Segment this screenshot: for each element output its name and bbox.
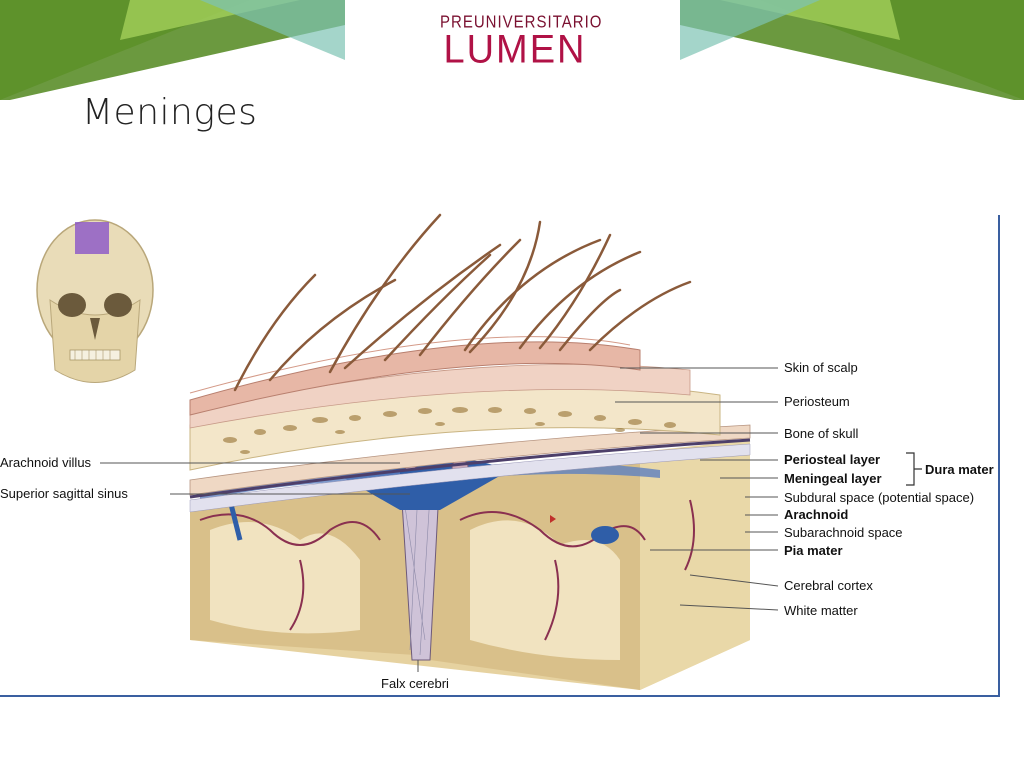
logo-main-text: LUMEN [443, 27, 587, 73]
logo-top-text: PREUNIVERSITARIO [440, 12, 603, 33]
label-meningeal-layer: Meningeal layer [784, 471, 882, 486]
label-pia-mater: Pia mater [784, 543, 843, 558]
label-falx-cerebri: Falx cerebri [381, 676, 449, 691]
label-subdural-space: Subdural space (potential space) [784, 490, 975, 505]
figure-frame-right [998, 215, 1000, 697]
header-banner [0, 0, 1024, 100]
skull-thumbnail [36, 219, 154, 383]
label-subarachnoid-space: Subarachnoid space [784, 525, 903, 540]
label-cerebral-cortex: Cerebral cortex [784, 578, 873, 593]
label-bone-of-skull: Bone of skull [784, 426, 859, 441]
label-periosteum: Periosteum [784, 394, 850, 409]
slide-title: Meninges [82, 92, 258, 133]
label-dura-mater: Dura mater [925, 462, 994, 477]
label-arachnoid: Arachnoid [784, 507, 849, 522]
label-skin-of-scalp: Skin of scalp [784, 360, 858, 375]
brand-logo: PREUNIVERSITARIO LUMEN [440, 8, 603, 78]
label-arachnoid-villus: Arachnoid villus [0, 455, 92, 470]
label-white-matter: White matter [784, 603, 858, 618]
figure-frame-bottom [0, 695, 1000, 697]
label-periosteal-layer: Periosteal layer [784, 452, 881, 467]
label-superior-sagittal-sinus: Superior sagittal sinus [0, 486, 128, 501]
